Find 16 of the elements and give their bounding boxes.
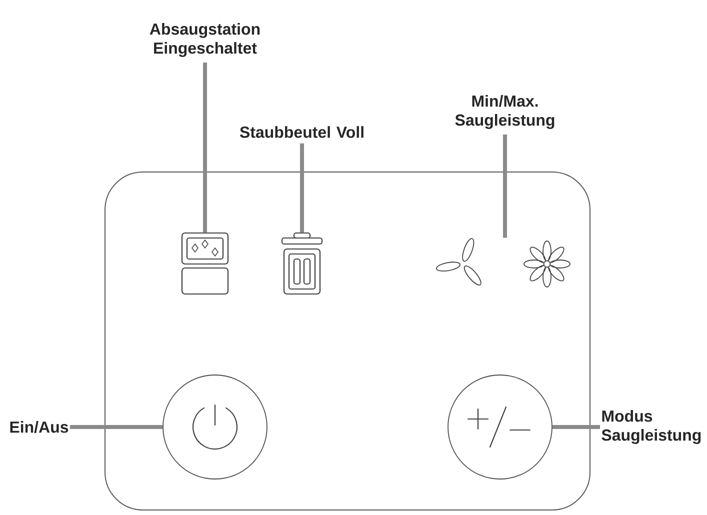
station-icon bbox=[181, 232, 229, 295]
leader-line bbox=[300, 143, 304, 233]
leader-line bbox=[503, 134, 507, 238]
callout-label: Modus Saugleistung bbox=[602, 410, 701, 444]
leader-line bbox=[552, 425, 600, 429]
plus-minus-button bbox=[448, 374, 552, 480]
dustbag-icon bbox=[281, 232, 323, 295]
fan-icons bbox=[436, 238, 570, 288]
callout-label: Min/Max. Saugleistung bbox=[455, 95, 554, 129]
leader-line bbox=[203, 62, 207, 233]
callout-label: Absaugstation Eingeschaltet bbox=[150, 23, 260, 57]
callout-label: Ein/Aus bbox=[10, 421, 68, 433]
power-button bbox=[162, 374, 268, 480]
control-panel bbox=[104, 172, 590, 510]
callout-label: Staubbeutel Voll bbox=[240, 126, 364, 138]
leader-line bbox=[70, 425, 163, 429]
